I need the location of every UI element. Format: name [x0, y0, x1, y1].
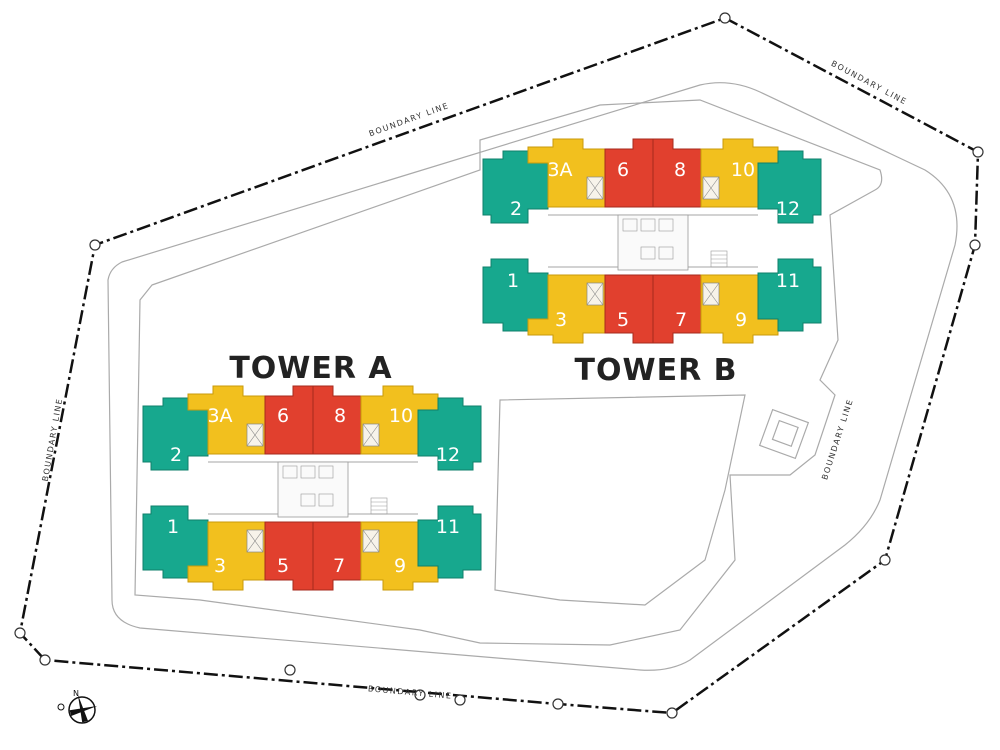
tower-a-label-9: 9: [394, 555, 406, 577]
tower-a-label-3: 3: [214, 555, 226, 577]
tower-b-unit-2[interactable]: [482, 150, 549, 224]
tower-b-label-11: 11: [776, 270, 800, 292]
tower-b-unit-10[interactable]: [700, 138, 779, 208]
tower-b-core: [548, 214, 758, 271]
tower-b-label-8: 8: [674, 159, 686, 181]
tower-b-title: TOWER B: [575, 353, 738, 388]
tower-a-unit-10[interactable]: [360, 385, 439, 455]
tower-a-unit-11[interactable]: [417, 505, 482, 579]
tower-a-title: TOWER A: [229, 351, 392, 386]
tower-b-label-3: 3: [555, 309, 567, 331]
tower-a-core: [208, 461, 418, 518]
tower-a-label-7: 7: [333, 555, 345, 577]
tower-a-label-1: 1: [167, 516, 179, 538]
tower-b-label-5: 5: [617, 309, 629, 331]
tower-b-label-3a: 3A: [547, 159, 572, 181]
site-boundary: [14, 12, 984, 719]
tower-a-label-11: 11: [436, 516, 460, 538]
tower-b-unit-11[interactable]: [757, 258, 822, 332]
tower-a-unit-12[interactable]: [417, 397, 482, 471]
tower-b-label-6: 6: [617, 159, 629, 181]
tower-a: 2 3A 6 8 10 12 1 3 5 7 9 11: [142, 385, 482, 591]
internal-road: [107, 82, 958, 671]
north-label: N: [73, 689, 79, 698]
north-arrow-icon: N: [57, 689, 98, 724]
tower-b-label-10: 10: [731, 159, 755, 181]
tower-a-label-8: 8: [334, 405, 346, 427]
tower-b-label-7: 7: [675, 309, 687, 331]
tower-a-unit-2[interactable]: [142, 397, 209, 471]
tower-a-label-2: 2: [170, 444, 182, 466]
tower-b-label-2: 2: [510, 198, 522, 220]
tower-b-label-12: 12: [776, 198, 800, 220]
tower-b-label-1: 1: [507, 270, 519, 292]
tower-b-unit-12[interactable]: [757, 150, 822, 224]
tower-a-label-5: 5: [277, 555, 289, 577]
tower-b: 2 3A 6 8 10 12 1 3 5 7 9 11: [482, 138, 822, 344]
tower-a-label-12: 12: [436, 444, 460, 466]
tower-b-label-9: 9: [735, 309, 747, 331]
tower-a-label-6: 6: [277, 405, 289, 427]
tower-a-label-3a: 3A: [207, 405, 232, 427]
tower-a-label-10: 10: [389, 405, 413, 427]
